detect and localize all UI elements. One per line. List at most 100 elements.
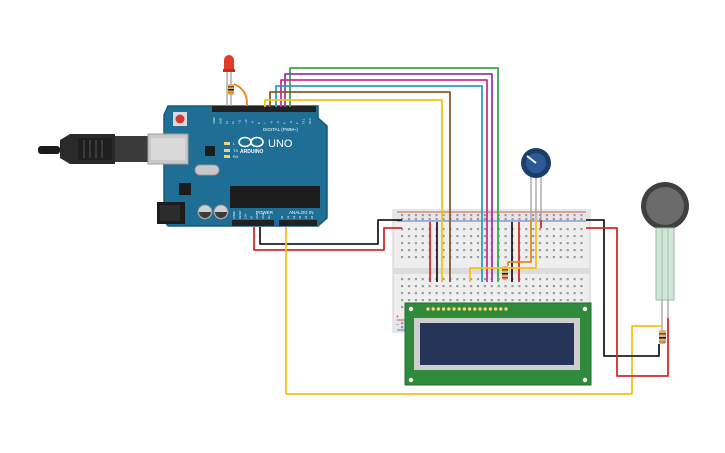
breadboard-hole — [580, 285, 583, 288]
breadboard-hole — [470, 218, 473, 221]
wires — [253, 67, 669, 395]
breadboard-hole — [421, 256, 424, 259]
breadboard-hole — [483, 228, 486, 231]
breadboard-hole — [476, 242, 480, 245]
breadboard-hole — [545, 235, 549, 238]
breadboard-hole — [483, 242, 486, 245]
digital-header — [212, 106, 316, 112]
red-led — [223, 55, 235, 80]
breadboard-hole — [566, 218, 569, 221]
led-resistor — [226, 80, 234, 106]
breadboard-hole — [442, 285, 445, 288]
breadboard-hole — [552, 285, 555, 288]
breadboard-hole — [476, 285, 480, 288]
breadboard-hole — [407, 256, 411, 259]
lcd-pin — [488, 307, 493, 311]
wire-yellow-a0 — [285, 227, 662, 395]
breadboard-hole — [490, 299, 493, 302]
breadboard-hole — [539, 218, 542, 221]
lcd-pin — [483, 307, 487, 311]
breadboard-hole — [545, 242, 549, 245]
breadboard-hole — [470, 292, 473, 295]
lcd-pin — [499, 307, 503, 311]
breadboard-hole — [559, 218, 562, 221]
breadboard-hole — [414, 285, 417, 288]
breadboard-hole — [421, 278, 424, 281]
breadboard-hole — [559, 228, 562, 231]
breadboard-hole — [552, 218, 555, 221]
breadboard-hole — [573, 242, 576, 245]
breadboard-hole — [428, 218, 431, 221]
power-header — [232, 220, 274, 226]
breadboard-hole — [532, 278, 535, 281]
breadboard-hole — [414, 228, 417, 231]
breadboard-hole — [421, 285, 424, 288]
breadboard-hole — [401, 299, 404, 302]
breadboard-hole — [573, 218, 576, 221]
breadboard-hole — [511, 292, 514, 295]
breadboard-hole — [414, 218, 417, 221]
breadboard-hole — [401, 242, 404, 245]
breadboard-hole — [421, 235, 424, 238]
breadboard-hole — [442, 218, 445, 221]
breadboard-hole — [573, 235, 576, 238]
breadboard-hole — [504, 218, 507, 221]
fsr-resistor — [659, 318, 666, 344]
breadboard-hole — [580, 249, 583, 252]
breadboard-hole — [545, 214, 549, 217]
breadboard-hole — [573, 256, 576, 259]
breadboard-hole — [545, 299, 549, 302]
breadboard-hole — [483, 235, 486, 238]
breadboard-hole — [428, 292, 431, 295]
lcd-pin — [493, 307, 498, 311]
breadboard-hole — [435, 299, 438, 302]
breadboard-hole — [559, 256, 562, 259]
breadboard-hole — [518, 299, 521, 302]
breadboard-hole — [566, 228, 569, 231]
breadboard-hole — [552, 235, 555, 238]
rx-label: RX — [233, 154, 239, 159]
wire-yellow-pot — [469, 220, 537, 282]
lcd-16x2 — [404, 302, 592, 386]
pin-label: AREF — [212, 117, 216, 124]
breadboard-hole — [476, 256, 480, 259]
breadboard-hole — [532, 242, 535, 245]
pin-label: 13 — [225, 121, 229, 124]
breadboard-hole — [525, 256, 528, 259]
breadboard-hole — [580, 242, 583, 245]
wire-red-5v — [253, 227, 402, 251]
breadboard-hole — [407, 235, 411, 238]
breadboard-hole — [504, 292, 507, 295]
analog-header — [279, 220, 317, 226]
breadboard-hole — [532, 256, 535, 259]
breadboard-hole — [483, 249, 486, 252]
breadboard-hole — [463, 214, 466, 217]
breadboard-hole — [456, 256, 459, 259]
breadboard-hole — [497, 285, 500, 288]
breadboard-hole — [545, 278, 549, 281]
pin-label: ~11 — [238, 119, 242, 124]
breadboard-hole — [421, 228, 424, 231]
breadboard-hole — [401, 235, 404, 238]
breadboard-hole — [504, 214, 507, 217]
tx-label: TX — [233, 148, 238, 153]
breadboard-hole — [401, 322, 404, 325]
pin-label: TX 1 — [302, 118, 306, 124]
breadboard-hole — [552, 256, 555, 259]
breadboard-hole — [532, 285, 535, 288]
breadboard-hole — [504, 256, 507, 259]
breadboard-hole — [401, 218, 404, 221]
pin-label: ~6 — [270, 120, 274, 124]
breadboard-hole — [525, 228, 528, 231]
breadboard-hole — [442, 256, 445, 259]
breadboard-hole — [532, 228, 535, 231]
l-label: L — [233, 141, 236, 146]
breadboard-hole — [476, 235, 480, 238]
pin-label: 4 — [282, 122, 286, 124]
breadboard-hole — [573, 278, 576, 281]
tx-led — [224, 149, 230, 152]
breadboard-hole — [407, 292, 411, 295]
breadboard-hole — [566, 285, 569, 288]
breadboard-hole — [504, 228, 507, 231]
